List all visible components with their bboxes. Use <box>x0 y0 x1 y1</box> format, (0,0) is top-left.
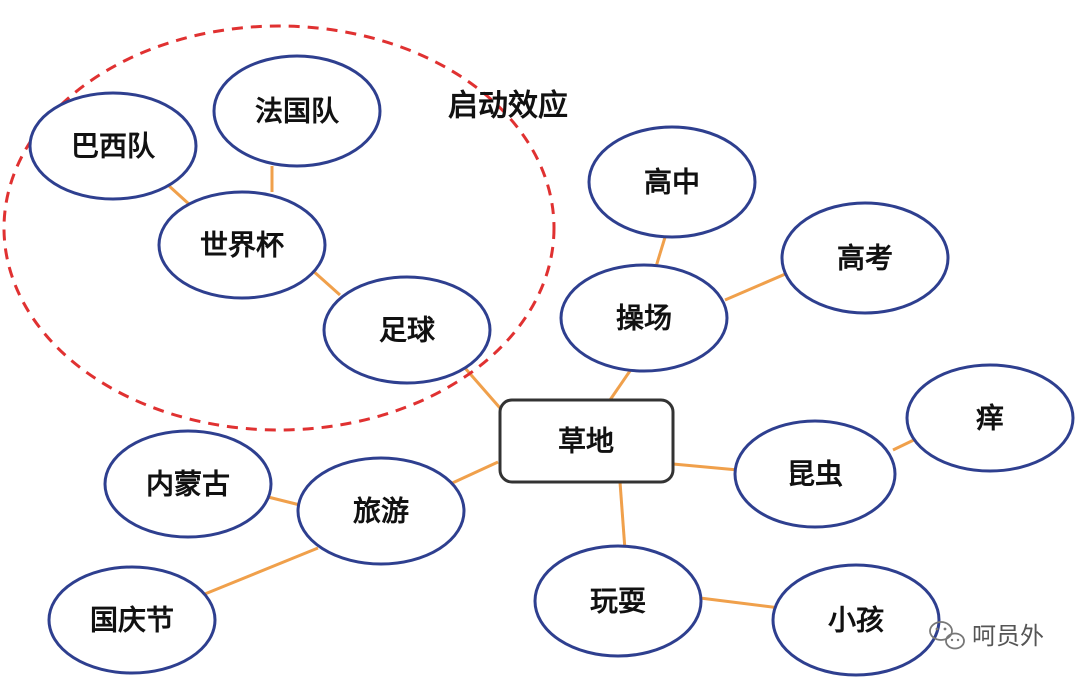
node-playground-label: 操场 <box>616 302 672 335</box>
node-playground-ellipse <box>559 263 729 373</box>
node-play-ellipse <box>533 544 703 658</box>
edge-soccer-worldcup <box>311 268 341 297</box>
node-child-label: 小孩 <box>828 604 884 637</box>
edge-travel-nationalday <box>194 546 319 600</box>
edges <box>166 166 921 610</box>
edge-playground-gaokao <box>724 270 791 302</box>
node-brazil-ellipse <box>28 91 198 201</box>
wechat-icon <box>929 621 965 650</box>
edge-center-insect <box>672 462 739 472</box>
node-child-ellipse <box>771 563 941 677</box>
edge-travel-mongolia <box>267 495 301 507</box>
node-insect-label: 昆虫 <box>787 458 843 491</box>
node-worldcup-label: 世界杯 <box>200 229 284 262</box>
node-highschool-ellipse <box>587 125 757 239</box>
node-highschool-label: 高中 <box>644 166 700 199</box>
node-soccer-label: 足球 <box>379 314 436 347</box>
node-travel-label: 旅游 <box>353 495 409 528</box>
node-itch-ellipse <box>905 363 1075 473</box>
edge-center-travel <box>447 460 499 487</box>
node-center-box <box>498 398 675 484</box>
edge-center-soccer <box>463 367 502 409</box>
node-travel-ellipse <box>296 456 466 566</box>
priming-effect-annotation: 启动效应 <box>448 89 568 124</box>
node-brazil-label: 巴西队 <box>71 130 156 163</box>
node-play-label: 玩耍 <box>590 585 646 618</box>
node-center-label: 草地 <box>558 425 614 458</box>
edge-worldcup-brazil <box>166 183 192 207</box>
node-worldcup-ellipse <box>157 190 327 300</box>
edge-center-playground <box>608 367 634 401</box>
edge-playground-highschool <box>653 233 668 271</box>
node-soccer-ellipse <box>322 275 492 385</box>
node-gaokao-label: 高考 <box>837 242 893 275</box>
node-nationalday-ellipse <box>47 565 217 675</box>
watermark-text: 呵员外 <box>972 622 1044 650</box>
node-mongolia-label: 内蒙古 <box>146 468 230 501</box>
priming-effect-dashed-circle <box>2 24 556 432</box>
node-gaokao-ellipse <box>780 201 950 315</box>
node-itch-label: 痒 <box>976 402 1004 435</box>
node-nationalday-label: 国庆节 <box>90 604 174 637</box>
node-france-ellipse <box>212 54 382 168</box>
node-france-label: 法国队 <box>255 95 340 128</box>
node-insect-ellipse <box>733 419 897 529</box>
watermark: 呵员外 <box>929 621 1044 650</box>
edge-play-child <box>699 596 781 610</box>
node-mongolia-ellipse <box>103 429 273 539</box>
edge-center-play <box>618 481 627 551</box>
